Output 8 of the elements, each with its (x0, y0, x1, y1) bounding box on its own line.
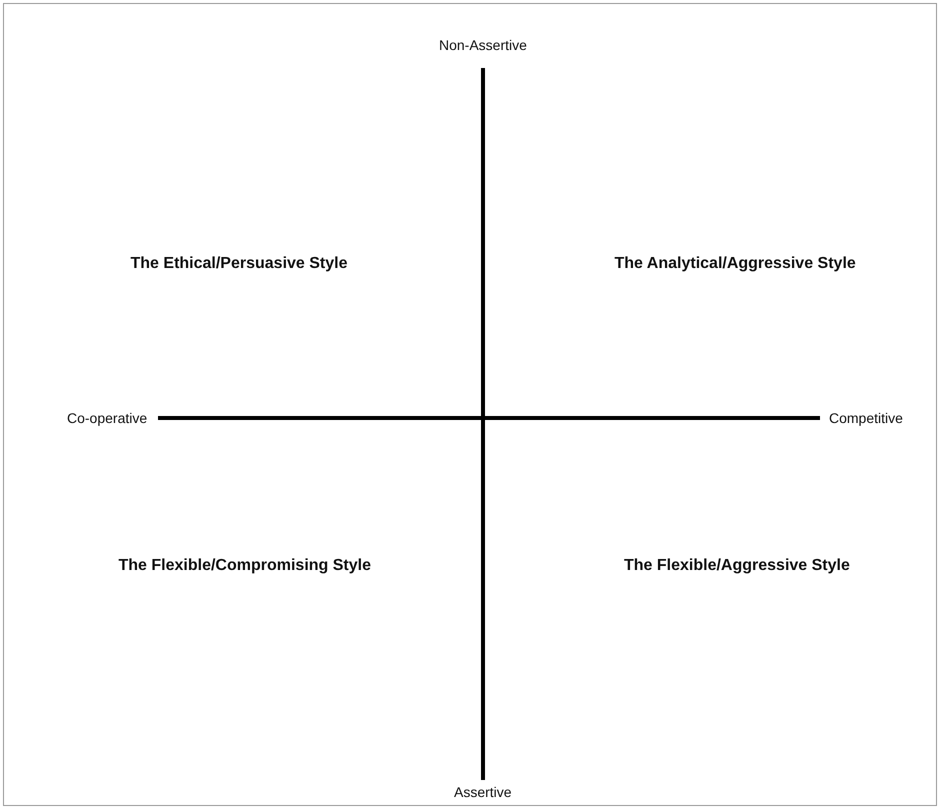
quadrant-label: The Ethical/Persuasive Style (130, 254, 348, 273)
axis-label: Assertive (454, 784, 512, 800)
axis-label: Non-Assertive (439, 36, 527, 54)
axis-label: Co-operative (67, 410, 148, 426)
quadrant-label: The Flexible/Aggressive Style (624, 556, 850, 575)
quadrant-label: The Analytical/Aggressive Style (614, 254, 856, 273)
quadrant-label: The Flexible/Compromising Style (118, 556, 371, 575)
axis-label: Competitive (829, 410, 903, 426)
